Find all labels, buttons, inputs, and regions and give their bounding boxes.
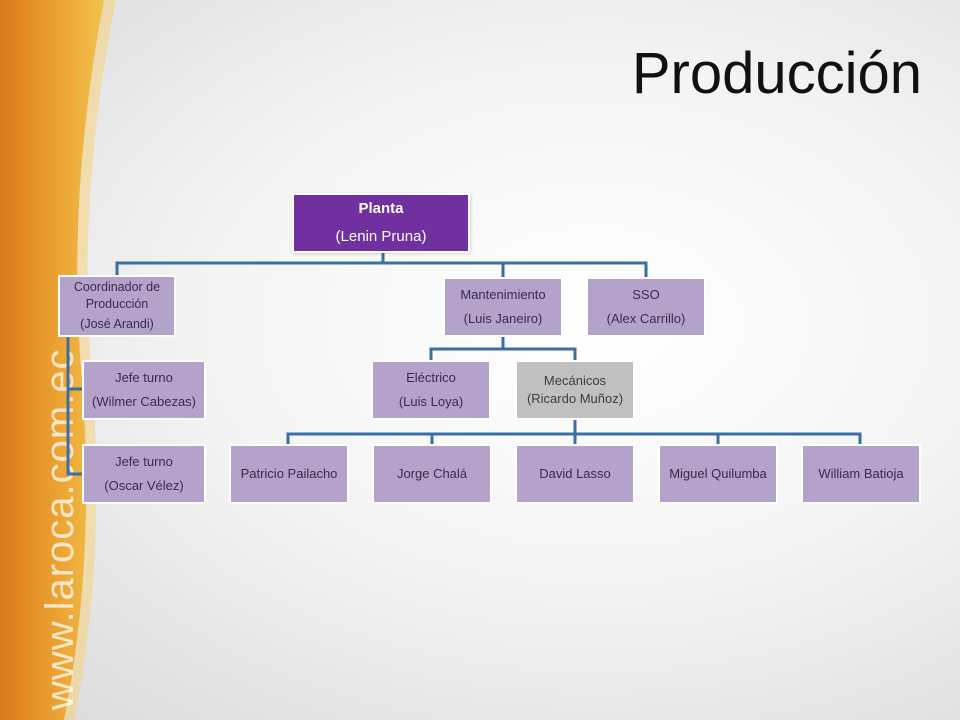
node-coordinador: Coordinador de Producción (José Arandi) bbox=[58, 275, 176, 337]
node-staff: Miguel Quilumba bbox=[658, 444, 778, 504]
node-staff-name: Jorge Chalá bbox=[396, 466, 468, 482]
node-planta: Planta (Lenin Pruna) bbox=[292, 193, 470, 253]
node-staff: William Batioja bbox=[801, 444, 921, 504]
node-mantenimiento: Mantenimiento (Luis Janeiro) bbox=[443, 277, 563, 337]
node-coordinador-role: Coordinador de Producción bbox=[73, 279, 161, 311]
node-mecanicos-role: Mecánicos bbox=[543, 373, 607, 389]
node-staff-name: David Lasso bbox=[539, 466, 611, 482]
node-staff: David Lasso bbox=[515, 444, 635, 504]
node-planta-name: (Lenin Pruna) bbox=[335, 228, 427, 245]
node-staff-name: William Batioja bbox=[818, 466, 904, 482]
node-mantenimiento-role: Mantenimiento bbox=[460, 287, 546, 303]
node-jefe-turno-1-role: Jefe turno bbox=[115, 370, 173, 386]
node-electrico-role: Eléctrico bbox=[406, 370, 456, 386]
node-jefe-turno-2-role: Jefe turno bbox=[115, 454, 173, 470]
node-jefe-turno-1-name: (Wilmer Cabezas) bbox=[91, 394, 196, 409]
node-staff-name: Patricio Pailacho bbox=[240, 466, 338, 482]
node-electrico: Eléctrico (Luis Loya) bbox=[371, 360, 491, 420]
node-jefe-turno-1: Jefe turno (Wilmer Cabezas) bbox=[82, 360, 206, 420]
node-jefe-turno-2-name: (Oscar Vélez) bbox=[104, 478, 184, 493]
node-electrico-name: (Luis Loya) bbox=[398, 394, 464, 409]
node-coordinador-name: (José Arandi) bbox=[80, 317, 154, 332]
node-mantenimiento-name: (Luis Janeiro) bbox=[463, 311, 543, 326]
node-staff: Jorge Chalá bbox=[372, 444, 492, 504]
slide-title: Producción bbox=[631, 41, 922, 106]
node-mecanicos: Mecánicos (Ricardo Muñoz) bbox=[515, 360, 635, 420]
node-sso-role: SSO bbox=[632, 287, 660, 303]
node-jefe-turno-2: Jefe turno (Oscar Vélez) bbox=[82, 444, 206, 504]
node-mecanicos-name: (Ricardo Muñoz) bbox=[526, 391, 624, 406]
node-sso: SSO (Alex Carrillo) bbox=[586, 277, 706, 337]
node-sso-name: (Alex Carrillo) bbox=[606, 311, 686, 326]
node-planta-role: Planta bbox=[358, 199, 404, 217]
node-staff-name: Miguel Quilumba bbox=[669, 466, 767, 482]
node-staff: Patricio Pailacho bbox=[229, 444, 349, 504]
